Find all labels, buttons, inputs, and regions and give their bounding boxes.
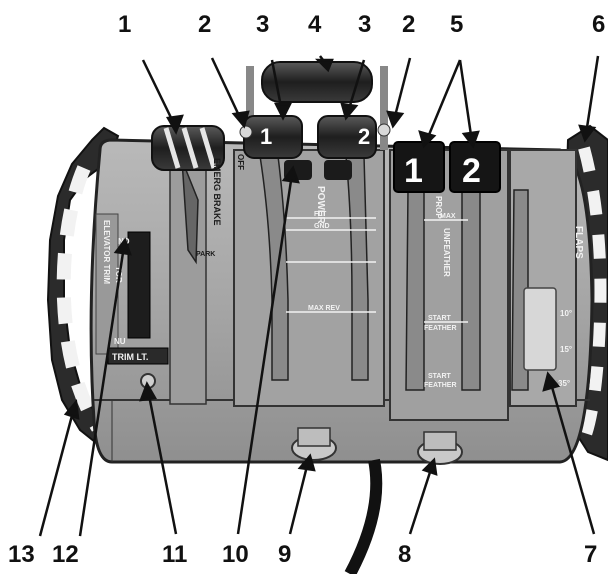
- callout-7: 7: [584, 541, 597, 568]
- placard-start-2: START: [428, 373, 452, 380]
- power-lever-detent-left[interactable]: [239, 125, 253, 139]
- callout-12: 12: [52, 541, 79, 568]
- placard-max: MAX: [440, 213, 456, 220]
- placard-feather-1: FEATHER: [424, 325, 457, 332]
- prop-friction-knob[interactable]: [417, 431, 463, 465]
- power-friction-knob[interactable]: [291, 427, 337, 461]
- prop-lever-right[interactable]: 2: [449, 141, 501, 391]
- placard-gnd: GND: [314, 223, 330, 230]
- placard-elevator-trim: ELEVATOR TRIM: [102, 220, 111, 284]
- placard-nu: NU: [114, 337, 126, 346]
- callout-leaders: [38, 55, 600, 537]
- placard-flaps: FLAPS: [573, 226, 584, 259]
- placard-unfeather: UNFEATHER: [442, 228, 451, 277]
- power-lever-left-number: 1: [260, 124, 272, 149]
- callout-1: 1: [118, 11, 131, 38]
- callout-3-right: 3: [358, 11, 371, 38]
- placard-flt: FLT: [314, 211, 327, 218]
- placard-start-1: START: [428, 315, 452, 322]
- prop-lever-left[interactable]: 1: [393, 141, 445, 391]
- callout-13: 13: [8, 541, 35, 568]
- prop-lever-left-number: 1: [404, 152, 423, 190]
- flap-lever[interactable]: [511, 189, 557, 391]
- placard-emerg-brake: EMERG BRAKE: [212, 158, 222, 226]
- power-lever-detent-right[interactable]: [377, 123, 391, 137]
- callout-6: 6: [592, 11, 605, 38]
- callout-5: 5: [450, 11, 463, 38]
- placard-flaps-35: 35°: [558, 379, 570, 388]
- callout-9: 9: [278, 541, 291, 568]
- prop-lever-right-number: 2: [462, 152, 481, 190]
- placard-prop: PROP: [434, 196, 443, 219]
- placard-trim-lt: TRIM LT.: [112, 352, 148, 362]
- callout-2-left: 2: [198, 11, 211, 38]
- control-cable: [344, 458, 383, 574]
- placard-flaps-10: 10°: [560, 309, 572, 318]
- power-lever-right[interactable]: 2: [317, 115, 377, 381]
- callout-8: 8: [398, 541, 411, 568]
- placard-feather-2: FEATHER: [424, 382, 457, 389]
- emergency-brake-handle[interactable]: [151, 125, 225, 265]
- placard-flaps-15: 15°: [560, 345, 572, 354]
- callout-4: 4: [308, 11, 322, 38]
- callout-2-right: 2: [402, 11, 415, 38]
- callout-11: 11: [162, 541, 187, 568]
- placard-off: OFF: [236, 154, 245, 170]
- trim-indicator-window: [127, 231, 151, 339]
- placard-park: PARK: [196, 251, 215, 258]
- power-lever-right-number: 2: [358, 124, 370, 149]
- placard-power: POWER: [315, 186, 326, 225]
- ground-fine-gate-right[interactable]: [324, 160, 352, 180]
- callout-3-left: 3: [256, 11, 269, 38]
- callout-10: 10: [222, 541, 249, 568]
- placard-max-rev: MAX REV: [308, 305, 340, 312]
